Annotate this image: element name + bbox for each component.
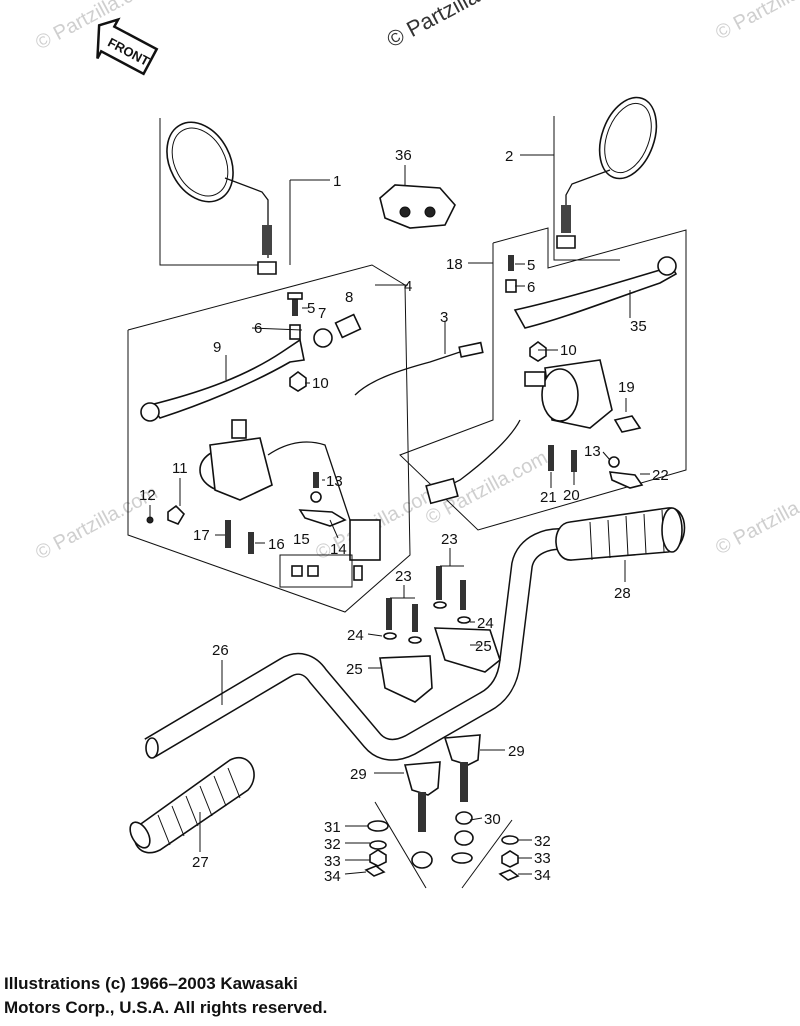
leader-lines [149, 263, 650, 875]
handlebar-clamps [379, 548, 501, 703]
callout-22: 22 [652, 467, 669, 484]
callout-35: 35 [630, 318, 647, 335]
callout-36: 36 [395, 147, 412, 164]
right-switch-housing [425, 359, 644, 505]
callout-13-left: 13 [326, 473, 343, 490]
callout-34-right: 34 [534, 867, 551, 884]
callout-21: 21 [540, 489, 557, 506]
callout-26: 26 [212, 642, 229, 659]
grip-left [129, 757, 255, 854]
callout-5-right: 5 [527, 257, 535, 274]
left-switch-housing [199, 419, 381, 561]
callout-18: 18 [446, 256, 463, 273]
callout-29-left: 29 [350, 766, 367, 783]
callout-16: 16 [268, 536, 285, 553]
callout-20: 20 [563, 487, 580, 504]
callout-24-right: 24 [477, 615, 494, 632]
callout-23-lower: 23 [395, 568, 412, 585]
callout-28: 28 [614, 585, 631, 602]
callout-8: 8 [345, 289, 353, 306]
watermark-top: © Partzilla.com [383, 0, 526, 52]
handlebar [144, 528, 602, 761]
brake-lever [505, 255, 678, 362]
callout-10-left: 10 [312, 375, 329, 392]
callout-32-left: 32 [324, 836, 341, 853]
clutch-lever [140, 338, 305, 422]
watermark-top-right: © Partzilla.com [712, 0, 800, 44]
callout-12: 12 [139, 487, 156, 504]
callout-5-left: 5 [307, 300, 315, 317]
callout-9: 9 [213, 339, 221, 356]
callout-10-right: 10 [560, 342, 577, 359]
callout-32-right: 32 [534, 833, 551, 850]
callout-34-left: 34 [324, 868, 341, 885]
watermark-group: © Partzilla.com © Partzilla.com © Partzi… [32, 0, 800, 564]
callout-33-left: 33 [324, 853, 341, 870]
callout-6-left: 6 [254, 320, 262, 337]
callout-labels: 1 2 3 4 5 5 6 6 7 8 9 10 10 11 12 13 13 … [139, 147, 669, 885]
callout-23-upper: 23 [441, 531, 458, 548]
callout-6-right: 6 [527, 279, 535, 296]
left-small-parts [287, 292, 362, 392]
left-switch-assembly-box [127, 264, 411, 613]
callout-31: 31 [324, 819, 341, 836]
callout-33-right: 33 [534, 850, 551, 867]
callout-7: 7 [318, 305, 326, 322]
copyright-line-1: Illustrations (c) 1966–2003 Kawasaki [4, 974, 298, 993]
callout-15: 15 [293, 531, 310, 548]
lower-holders [364, 734, 520, 889]
callout-4: 4 [404, 278, 412, 295]
callout-2: 2 [505, 148, 513, 165]
callout-27: 27 [192, 854, 209, 871]
callout-25-right: 25 [475, 638, 492, 655]
master-cylinder-clamp [379, 165, 456, 229]
callout-14: 14 [330, 541, 347, 558]
copyright-notice: Illustrations (c) 1966–2003 Kawasaki Mot… [4, 972, 327, 1020]
watermark-right: © Partzilla.com [712, 477, 800, 560]
callout-25-left: 25 [346, 661, 363, 678]
callout-11: 11 [172, 460, 188, 477]
callout-29-right: 29 [508, 743, 525, 760]
callout-30: 30 [484, 811, 501, 828]
mirror-right [520, 96, 658, 261]
mirror-left [159, 118, 330, 275]
callout-17: 17 [193, 527, 210, 544]
callout-24-left: 24 [347, 627, 364, 644]
callout-13-right: 13 [584, 443, 601, 460]
callout-3: 3 [440, 309, 448, 326]
grip-right [555, 507, 686, 582]
right-switch-assembly-box [399, 227, 687, 531]
callout-19: 19 [618, 379, 635, 396]
cable [354, 322, 484, 396]
copyright-line-2: Motors Corp., U.S.A. All rights reserved… [4, 998, 328, 1017]
callout-1: 1 [333, 173, 341, 190]
